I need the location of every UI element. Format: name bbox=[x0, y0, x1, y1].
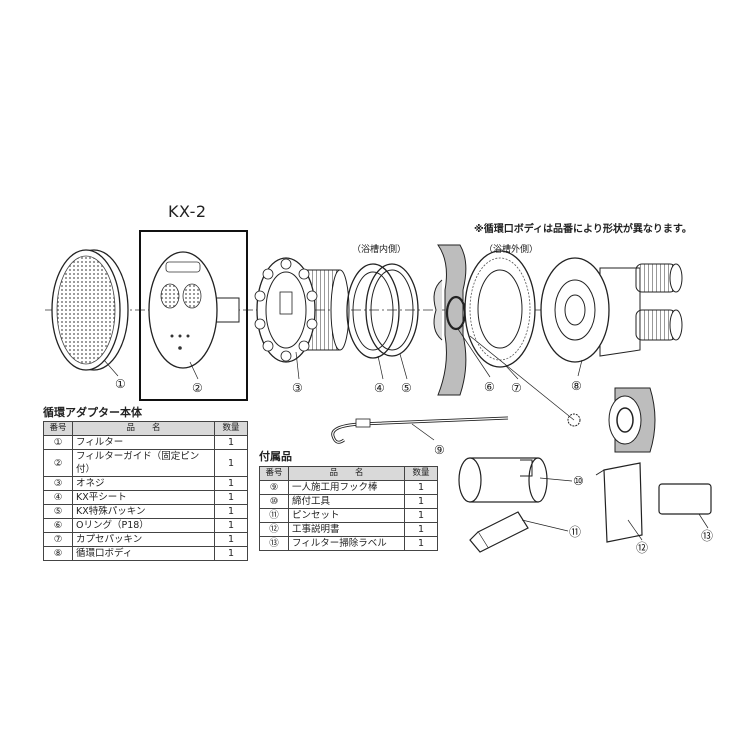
callout-leaders bbox=[103, 328, 709, 541]
row-qty: 1 bbox=[214, 435, 248, 450]
header-number: 番号 bbox=[43, 421, 73, 436]
row-number: ⑧ bbox=[43, 546, 73, 561]
row-qty: 1 bbox=[214, 532, 248, 547]
row-name: 一人施工用フック棒 bbox=[288, 480, 405, 495]
special-packing-part bbox=[365, 263, 419, 357]
callout-11: ⑪ bbox=[569, 525, 581, 539]
callout-10: ⑩ bbox=[573, 474, 584, 488]
row-number: ⑩ bbox=[259, 494, 289, 509]
row-number: ④ bbox=[43, 490, 73, 505]
row-qty: 1 bbox=[214, 490, 248, 505]
row-name: ピンセット bbox=[288, 508, 405, 523]
accessories-title: 付属品 bbox=[259, 450, 292, 463]
flat-sheet-part bbox=[346, 263, 400, 359]
callout-2: ② bbox=[192, 381, 203, 395]
row-name: Oリング（P18） bbox=[72, 518, 215, 533]
header-qty: 数量 bbox=[404, 466, 438, 481]
row-number: ⑨ bbox=[259, 480, 289, 495]
header-name: 品 名 bbox=[288, 466, 405, 481]
row-name: KX特殊パッキン bbox=[72, 504, 215, 519]
bathtub-outer-side-label: （浴槽外側） bbox=[484, 245, 539, 255]
row-number: ① bbox=[43, 435, 73, 450]
row-qty: 1 bbox=[214, 546, 248, 561]
adapter-body-title: 循環アダプター本体 bbox=[43, 406, 142, 419]
row-name: 循環口ボディ bbox=[72, 546, 215, 561]
callout-3: ③ bbox=[292, 381, 303, 395]
row-qty: 1 bbox=[404, 480, 438, 495]
callout-6: ⑥ bbox=[484, 380, 495, 394]
callout-4: ④ bbox=[374, 381, 385, 395]
row-name: フィルター bbox=[72, 435, 215, 450]
row-qty: 1 bbox=[404, 508, 438, 523]
manual-part bbox=[595, 462, 643, 543]
callout-8: ⑧ bbox=[571, 379, 582, 393]
tweezers-part bbox=[469, 511, 529, 553]
callout-1: ① bbox=[115, 377, 126, 391]
row-qty: 1 bbox=[214, 504, 248, 519]
filter-guide-part bbox=[148, 251, 240, 369]
bathtub-inner-side-label: （浴槽内側） bbox=[352, 245, 407, 255]
row-number: ③ bbox=[43, 476, 73, 491]
header-qty: 数量 bbox=[214, 421, 248, 436]
row-name: フィルターガイド（固定ピン付） bbox=[72, 449, 215, 477]
filter-part bbox=[51, 249, 129, 371]
capsule-packing-part bbox=[464, 250, 536, 368]
callout-7: ⑦ bbox=[511, 381, 522, 395]
row-name: 工事説明書 bbox=[288, 522, 405, 537]
row-qty: 1 bbox=[404, 522, 438, 537]
circulation-body-part bbox=[540, 257, 683, 363]
callout-12: ⑫ bbox=[636, 541, 648, 555]
row-qty: 1 bbox=[404, 536, 438, 551]
header-name: 品 名 bbox=[72, 421, 215, 436]
tightening-tool-part bbox=[458, 457, 548, 503]
shape-note: ※循環口ボディは品番により形状が異なります。 bbox=[474, 224, 692, 235]
table-header-row: 番号 品 名 数量 bbox=[43, 421, 248, 436]
row-qty: 1 bbox=[214, 518, 248, 533]
callout-5: ⑤ bbox=[401, 381, 412, 395]
row-qty: 1 bbox=[214, 449, 248, 477]
row-number: ⑦ bbox=[43, 532, 73, 547]
bathtub-wall-section bbox=[433, 244, 467, 396]
row-number: ② bbox=[43, 449, 73, 477]
row-name: KX平シート bbox=[72, 490, 215, 505]
callout-13: ⑬ bbox=[701, 529, 713, 543]
model-label: KX-2 bbox=[168, 202, 207, 221]
row-qty: 1 bbox=[214, 476, 248, 491]
row-name: フィルター掃除ラベル bbox=[288, 536, 405, 551]
row-number: ⑫ bbox=[259, 522, 289, 537]
row-number: ⑬ bbox=[259, 536, 289, 551]
cleaning-label-part bbox=[658, 483, 712, 515]
row-number: ⑪ bbox=[259, 508, 289, 523]
detail-inset bbox=[469, 335, 656, 453]
header-number: 番号 bbox=[259, 466, 289, 481]
row-name: オネジ bbox=[72, 476, 215, 491]
male-thread-part bbox=[254, 257, 350, 363]
hook-rod-part bbox=[331, 416, 509, 444]
row-number: ⑥ bbox=[43, 518, 73, 533]
table-header-row: 番号 品 名 数量 bbox=[259, 466, 438, 481]
kx2-highlight-box bbox=[139, 230, 248, 401]
row-name: 締付工具 bbox=[288, 494, 405, 509]
row-name: カプセパッキン bbox=[72, 532, 215, 547]
row-qty: 1 bbox=[404, 494, 438, 509]
row-number: ⑤ bbox=[43, 504, 73, 519]
callout-9: ⑨ bbox=[434, 443, 445, 457]
